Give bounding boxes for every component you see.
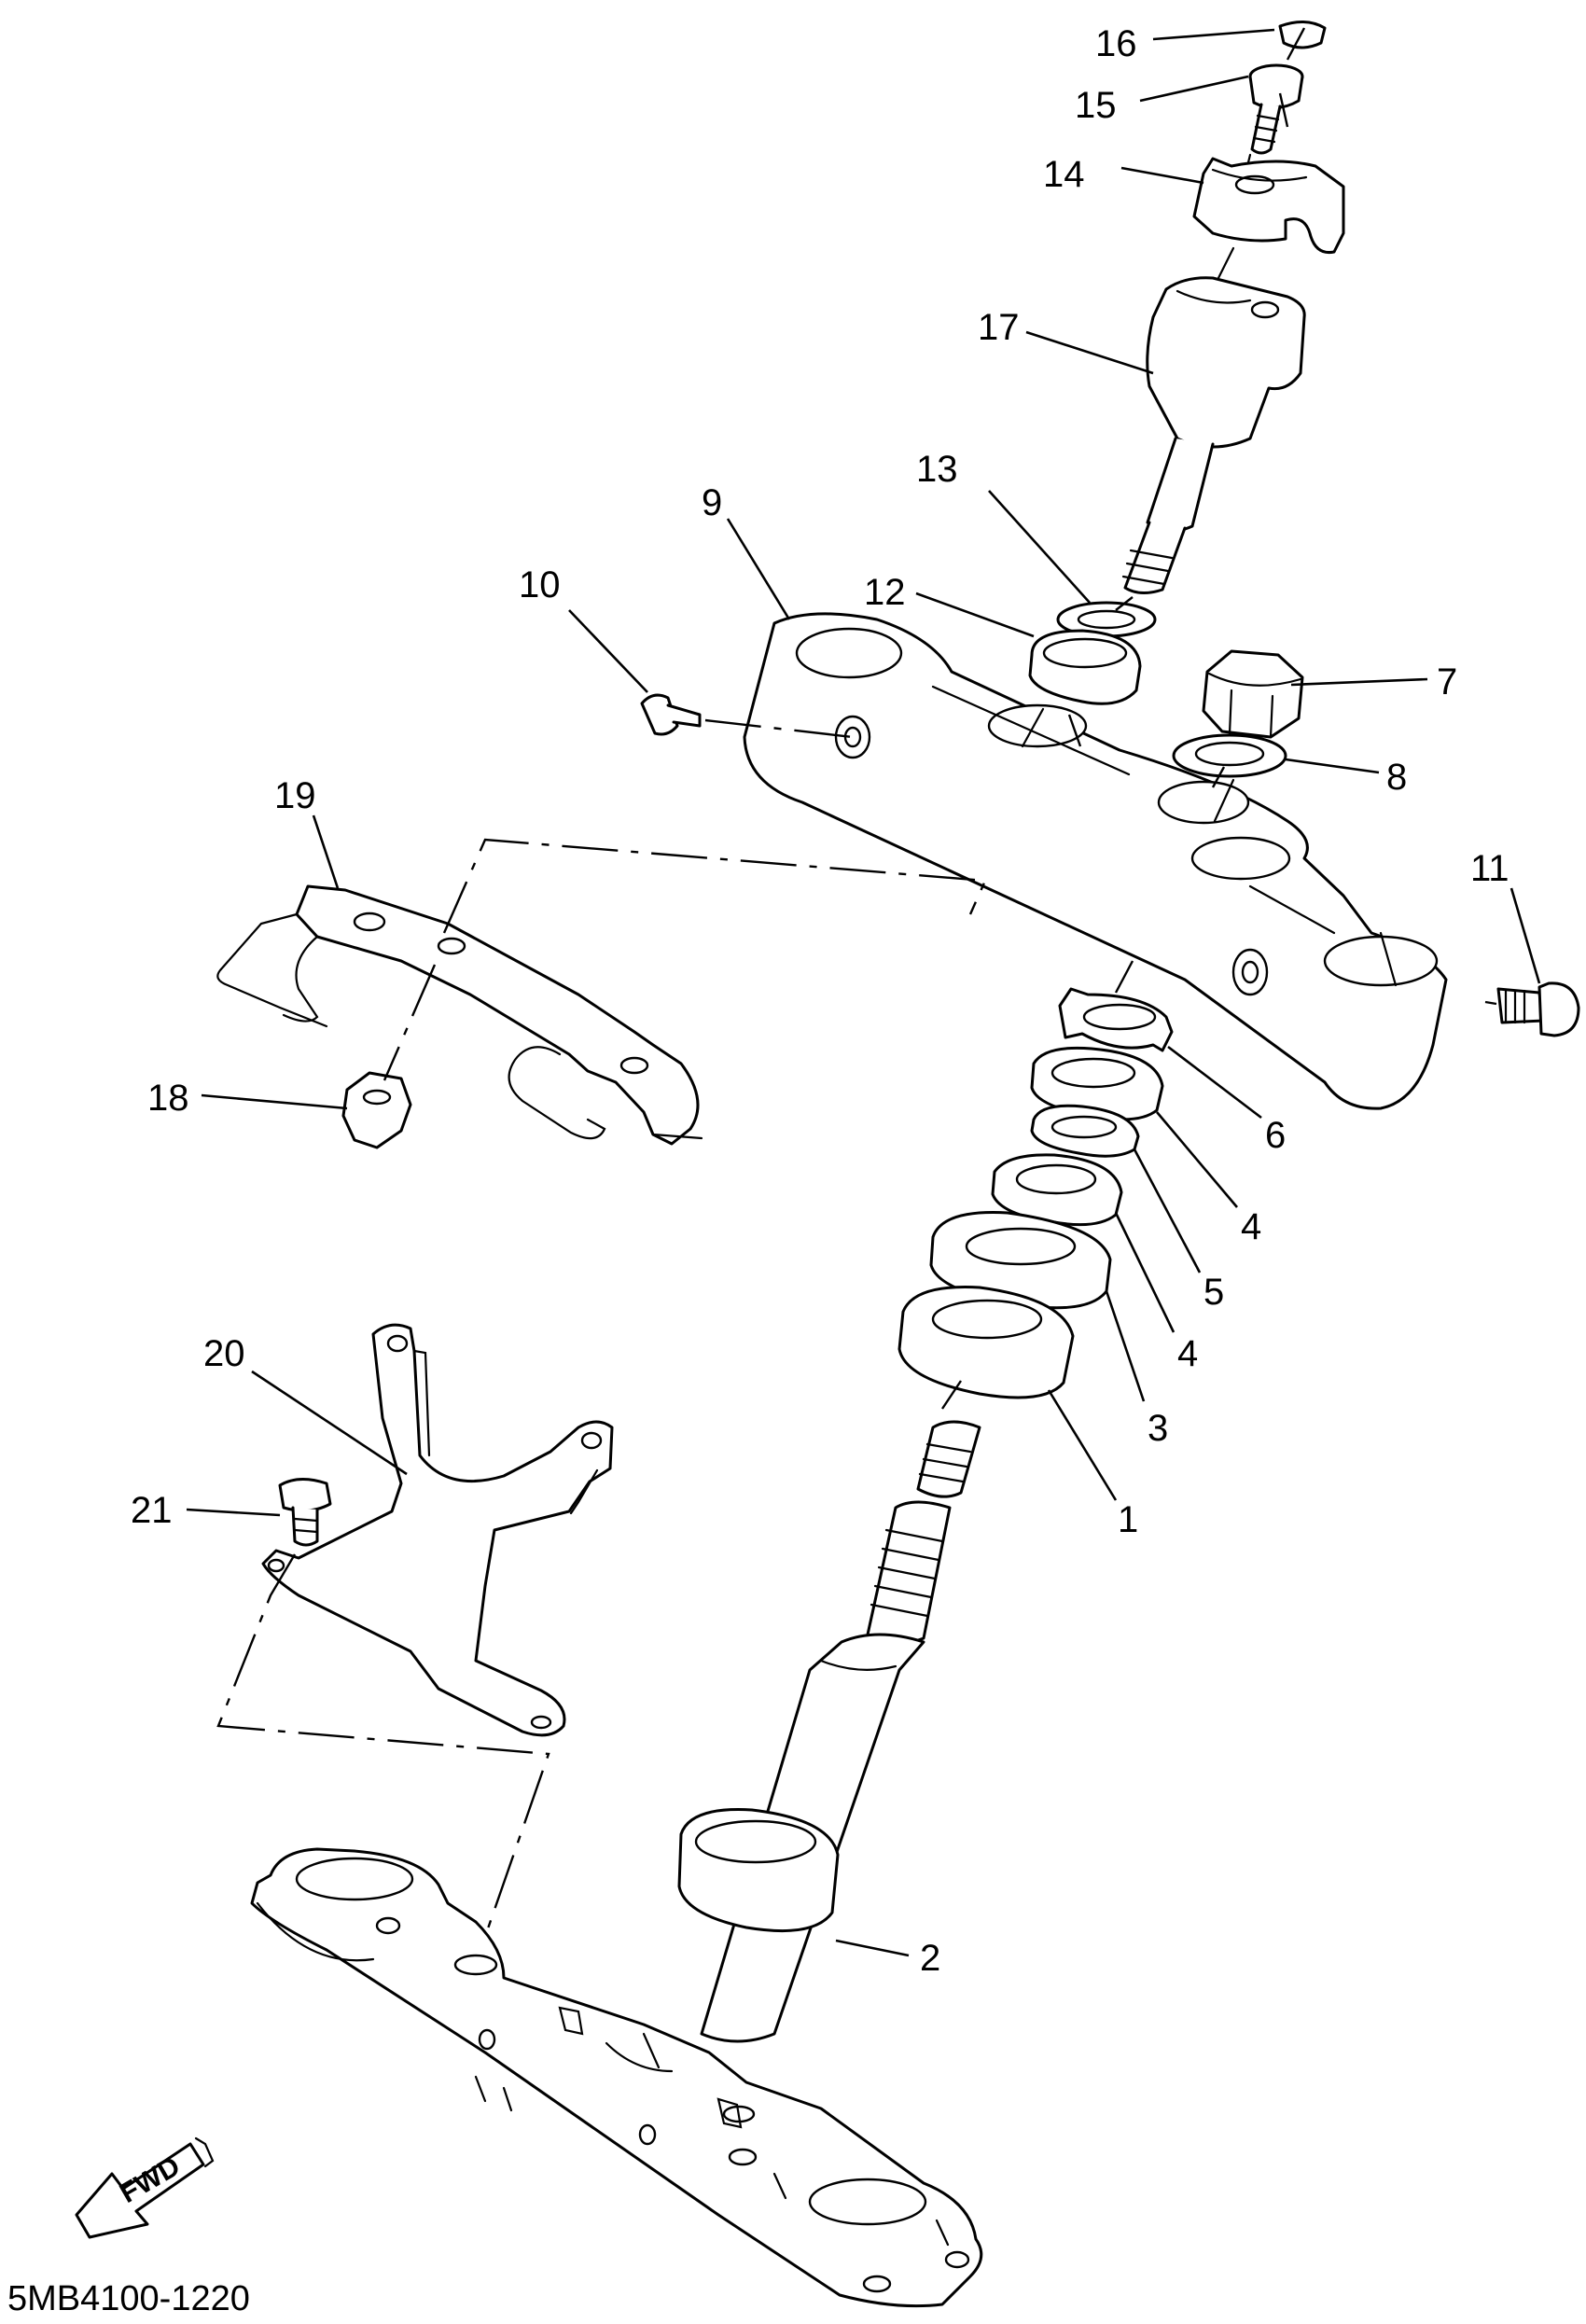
part-15-bolt [1243,63,1304,179]
part-1-bearing [897,1286,1075,1399]
callout-17: 17 [978,307,1020,348]
callout-4-lower: 4 [1177,1333,1198,1374]
part-8-washer [1172,733,1287,778]
part-5-rubber-washer [1030,1104,1140,1158]
callout-14: 14 [1043,154,1085,195]
callout-15: 15 [1075,85,1117,126]
part-18-nut [341,1071,412,1149]
assembly-centerlines [216,27,1497,1932]
callout-21: 21 [131,1490,173,1531]
fwd-arrow-icon: FWD [75,2136,215,2239]
part-20-headlight-bracket [261,1323,614,1737]
diagram-code: 5MB4100-1220 [7,2279,250,2318]
part-19-cable-guide [216,884,703,1146]
part-11-bolt [1496,981,1580,1037]
part-14-upper-handlebar-holder [1192,157,1345,291]
callout-4-upper: 4 [1241,1206,1261,1247]
callout-1: 1 [1118,1499,1138,1540]
callout-12: 12 [864,572,906,613]
callout-3: 3 [1148,1408,1168,1449]
callout-6: 6 [1265,1115,1286,1156]
callout-13: 13 [916,449,958,490]
part-4-ring-nut-upper [1030,1046,1164,1121]
part-12-collar [1028,629,1142,705]
callout-11: 11 [1470,848,1509,889]
part-9-upper-bracket [743,612,1448,1110]
callout-9: 9 [702,482,722,523]
callout-numbers: 16 15 14 17 13 9 12 10 7 8 19 11 18 6 4 … [131,23,1509,1979]
callout-5: 5 [1203,1272,1224,1313]
callout-18: 18 [147,1078,189,1119]
callout-2: 2 [920,1938,940,1979]
callout-16: 16 [1095,23,1137,64]
callout-19: 19 [274,775,316,816]
callout-20: 20 [203,1333,245,1374]
callout-8: 8 [1386,757,1407,798]
callout-7: 7 [1437,661,1457,703]
part-10-plug [640,693,702,736]
part-17-lower-handlebar-holder [1121,276,1306,594]
part-6-lock-washer [1058,987,1174,1052]
part-16-cap [1278,21,1327,49]
part-under-bracket-steering-stem [250,1420,983,2308]
leader-lines [186,28,1541,1957]
part-7-nut [1202,649,1304,739]
part-21-bolt [278,1478,332,1547]
callout-10: 10 [519,564,561,605]
part-4-ring-nut-lower [991,1153,1123,1227]
